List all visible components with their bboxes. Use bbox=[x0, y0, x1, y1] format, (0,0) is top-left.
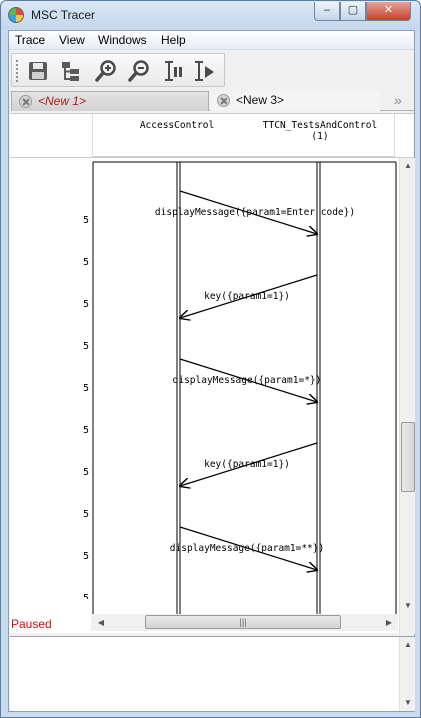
tab-label: <New 3> bbox=[236, 93, 285, 107]
menu-view[interactable]: View bbox=[59, 33, 85, 47]
client-area: Trace View Windows Help bbox=[8, 30, 415, 712]
message-arrow[interactable] bbox=[180, 274, 318, 318]
message-label[interactable]: displayMessage({param1=**}) bbox=[169, 543, 325, 554]
timestamp: 5 bbox=[83, 257, 90, 268]
tab-label: <New 1> bbox=[38, 94, 87, 108]
tree-view-icon[interactable] bbox=[59, 59, 83, 83]
instance-index: (1) bbox=[311, 131, 329, 142]
toolbar bbox=[11, 53, 225, 87]
output-scrollbar[interactable]: ▲ ▼ bbox=[399, 637, 415, 711]
timestamp: 5 bbox=[83, 341, 90, 352]
timestamp: 5 bbox=[83, 383, 90, 394]
message-label[interactable]: displayMessage({param1=Enter code}) bbox=[154, 207, 356, 218]
vertical-scrollbar[interactable]: ▲ ▼ bbox=[399, 158, 415, 634]
menu-bar: Trace View Windows Help bbox=[9, 31, 414, 50]
app-logo-icon bbox=[8, 7, 24, 23]
zoom-out-icon[interactable] bbox=[127, 59, 151, 83]
message-label[interactable]: key({param1=1}) bbox=[204, 459, 290, 470]
window-title: MSC Tracer bbox=[31, 8, 96, 22]
timestamp: 5 bbox=[83, 215, 90, 226]
status-text: Paused bbox=[11, 617, 52, 631]
tab-bar: <New 1> <New 3> » bbox=[11, 91, 414, 111]
vertical-scroll-thumb[interactable] bbox=[401, 422, 415, 492]
menu-help[interactable]: Help bbox=[161, 33, 186, 47]
pause-icon[interactable] bbox=[160, 59, 184, 83]
zoom-in-icon[interactable] bbox=[94, 59, 118, 83]
timestamp: 5 bbox=[83, 509, 90, 520]
scroll-up-icon[interactable]: ▲ bbox=[404, 161, 412, 170]
timestamp: 5 bbox=[83, 551, 90, 562]
menu-trace[interactable]: Trace bbox=[15, 33, 46, 47]
tab-new-3[interactable]: <New 3> bbox=[210, 91, 380, 111]
close-tab-icon[interactable] bbox=[217, 94, 230, 107]
close-button[interactable]: ✕ bbox=[366, 2, 411, 21]
menu-windows[interactable]: Windows bbox=[98, 33, 147, 47]
toolbar-grip[interactable] bbox=[15, 59, 19, 83]
sequence-chart-view: AccessControl TTCN_TestsAndControl (1) bbox=[10, 113, 415, 634]
scroll-down-icon[interactable]: ▼ bbox=[404, 601, 412, 610]
play-icon[interactable] bbox=[192, 59, 216, 83]
horizontal-scroll-thumb[interactable]: ||| bbox=[145, 615, 341, 629]
message-arrow[interactable] bbox=[179, 526, 317, 570]
minimize-button[interactable]: ‒ bbox=[314, 2, 340, 21]
timestamp: 5 bbox=[83, 425, 90, 436]
close-tab-icon[interactable] bbox=[19, 95, 32, 108]
scroll-up-icon[interactable]: ▲ bbox=[404, 640, 412, 649]
scroll-down-icon[interactable]: ▼ bbox=[404, 698, 412, 707]
timestamp: 5 bbox=[83, 593, 90, 599]
horizontal-scrollbar[interactable]: ◀ ||| ▶ bbox=[91, 614, 398, 631]
message-diagram bbox=[92, 161, 397, 614]
message-arrow[interactable] bbox=[180, 442, 318, 486]
message-label[interactable]: key({param1=1}) bbox=[204, 291, 290, 302]
save-icon[interactable] bbox=[26, 59, 50, 83]
instance-label-accesscontrol: AccessControl bbox=[122, 120, 232, 131]
instance-label-ttcn: TTCN_TestsAndControl (1) bbox=[258, 120, 382, 142]
message-arrow[interactable] bbox=[179, 190, 317, 234]
timestamp: 5 bbox=[83, 299, 90, 310]
instance-name: AccessControl bbox=[139, 120, 215, 131]
message-arrow[interactable] bbox=[179, 358, 317, 402]
maximize-button[interactable]: ▢ bbox=[340, 2, 366, 21]
scroll-left-icon[interactable]: ◀ bbox=[97, 618, 105, 627]
tab-overflow-icon[interactable]: » bbox=[394, 92, 402, 108]
output-panel[interactable]: ▲ ▼ bbox=[10, 636, 415, 711]
tab-new-1[interactable]: <New 1> bbox=[11, 91, 209, 111]
instance-name: TTCN_TestsAndControl bbox=[262, 120, 378, 131]
timestamp: 5 bbox=[83, 467, 90, 478]
header-separator bbox=[10, 157, 414, 158]
scroll-right-icon[interactable]: ▶ bbox=[385, 618, 393, 627]
title-bar[interactable]: MSC Tracer ‒ ▢ ✕ bbox=[1, 1, 420, 29]
instance-header bbox=[92, 114, 395, 157]
message-label[interactable]: displayMessage({param1=*}) bbox=[172, 375, 322, 386]
